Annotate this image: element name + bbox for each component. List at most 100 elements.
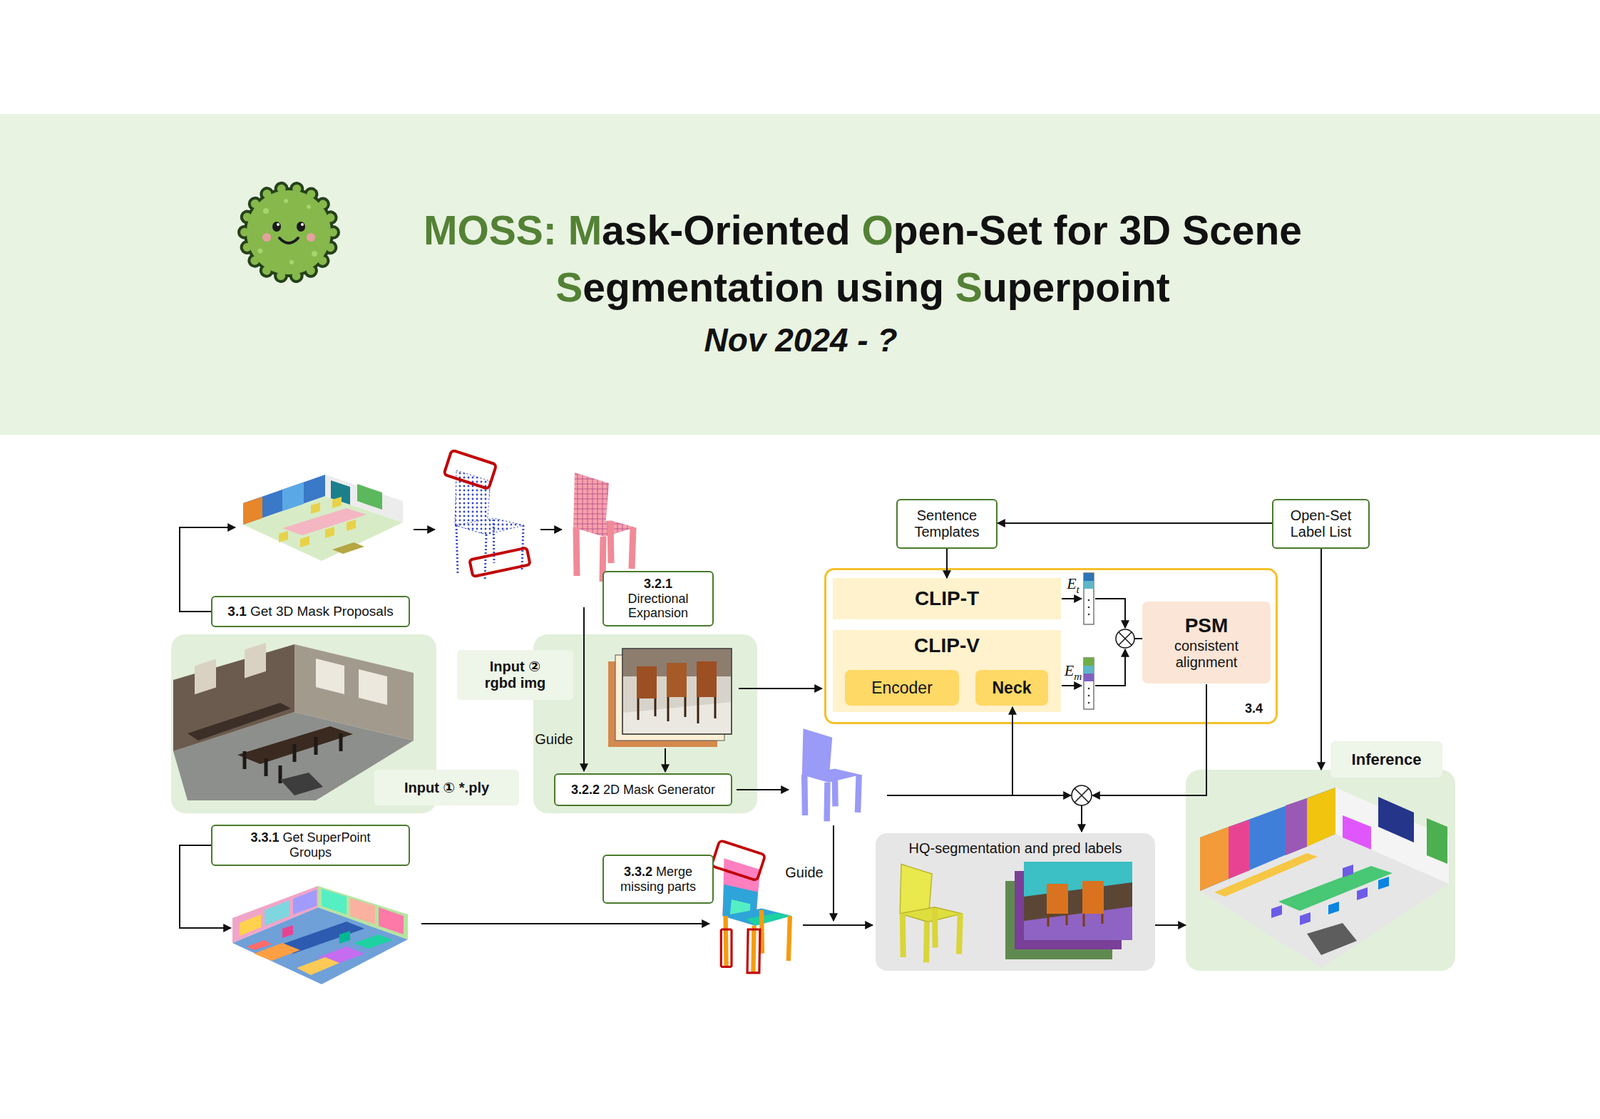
inference-scene: [1342, 864, 1354, 878]
input-box: Open-Set Label List: [1272, 499, 1370, 550]
moss-mascot: [306, 233, 316, 242]
flow-wire: [1134, 638, 1143, 640]
step-name: 2D Mask Generator: [599, 782, 716, 798]
annotation-label: Guide: [534, 731, 573, 748]
labelled-image-stack: [1023, 862, 1133, 897]
scene-mask-proposals: [310, 502, 321, 515]
input-box: Sentence Templates: [896, 499, 998, 550]
flow-wire: [1080, 804, 1083, 833]
flow-wire: [1092, 684, 1207, 796]
inference-scene: [1378, 877, 1389, 890]
superpoint-scene: [353, 934, 393, 950]
layer-box: Encoder: [844, 670, 960, 706]
multiply-symbol: [1071, 785, 1092, 806]
step-number: 3.3.2: [623, 864, 653, 880]
node-text: HQ-segmentation and pred labels: [908, 840, 1122, 858]
step-box: 3.3.1 Get SuperPoint Groups: [211, 824, 410, 866]
inference-scene: [1214, 853, 1318, 897]
node-text: Directional Expansion: [609, 591, 707, 622]
annotation-label: Em: [1064, 661, 1083, 683]
point-cloud-chair: [469, 548, 530, 578]
scene-mask-proposals: [332, 542, 365, 555]
step-box: 3.2.2 2D Mask Generator: [554, 773, 733, 807]
superpoint-scene: [296, 957, 340, 976]
superpoint-scene: [232, 907, 408, 985]
moss-mascot: [258, 248, 264, 254]
moss-mascot: [276, 223, 280, 227]
flow-wire: [540, 529, 562, 531]
embedding-vector: [1088, 695, 1091, 698]
input-point-cloud-scene: [187, 703, 291, 741]
point-cloud-chair: [454, 518, 525, 535]
flow-wire: [886, 795, 1071, 797]
flow-wire: [179, 845, 232, 929]
inference-scene: [1200, 827, 1229, 892]
encoder-block: CLIP-VEncoderNeck: [832, 630, 1061, 713]
voxel-chair: [573, 472, 636, 582]
flow-arrow: [946, 549, 948, 579]
title-run: [556, 207, 569, 254]
multiply-symbol: [1074, 788, 1089, 803]
inference-scene: [1306, 787, 1336, 848]
superpoint-chair: [711, 840, 792, 974]
multiply-symbol: [1071, 629, 1135, 806]
labelled-image-stack: [1023, 906, 1133, 941]
annotation-label: Nov 2024 - ?: [704, 321, 898, 360]
input-tag: Input ② rgbd img: [457, 650, 574, 701]
embedding-vector: [1083, 581, 1094, 589]
title-run: S: [555, 264, 583, 311]
node-text: consistent alignment: [1156, 638, 1257, 671]
rgbd-image-stack: [666, 663, 687, 698]
symbol-letter: E: [1064, 661, 1074, 680]
embedding-vector: [1088, 599, 1091, 602]
symbol-letter: E: [1066, 574, 1076, 593]
moss-mascot: [244, 188, 333, 277]
embedding-vector: [1083, 665, 1094, 674]
symbol-subscript: m: [1073, 670, 1082, 683]
input-tag: Input ① *.ply: [374, 770, 520, 806]
embedding-vector: [1083, 573, 1094, 625]
step-box: 3.3.2 Merge missing parts: [602, 854, 714, 905]
moss-mascot: [243, 187, 334, 278]
node-text: 3.2.2 2D Mask Generator: [571, 782, 716, 798]
node-text: Encoder: [871, 678, 933, 698]
hq-mask-chair: [899, 907, 962, 923]
title-run: MOSS:: [423, 207, 557, 254]
inference-scene: [1285, 798, 1307, 856]
input-point-cloud-scene: [358, 669, 388, 706]
alignment-box: PSMconsistent alignment: [1142, 601, 1271, 684]
embedding-vector: [1083, 673, 1094, 682]
superpoint-scene: [246, 940, 272, 951]
inference-scene: [1306, 923, 1357, 956]
node-text: CLIP-V: [914, 634, 980, 658]
flow-wire: [1061, 598, 1082, 600]
superpoint-scene: [239, 914, 261, 937]
moss-mascot: [244, 188, 333, 277]
embedding-vector: [1088, 606, 1091, 609]
superpoint-scene: [232, 886, 319, 944]
embedding-vector: [1083, 658, 1094, 666]
inference-scene: [1356, 887, 1368, 901]
node-text: Input ① *.ply: [404, 780, 490, 797]
flow-arrow: [997, 522, 1273, 525]
node-text: 3.4: [1244, 701, 1270, 720]
scene-mask-proposals: [282, 482, 304, 512]
moss-mascot: [272, 221, 281, 232]
scene-mask-proposals: [243, 496, 263, 525]
node-text: 3.3.1 Get SuperPoint Groups: [233, 830, 388, 860]
superpoint-chair: [747, 929, 761, 974]
rgbd-image-stack: [696, 661, 717, 698]
rgbd-image-stack: [622, 648, 732, 735]
scene-mask-proposals: [346, 519, 356, 532]
multiply-symbol: [1115, 629, 1135, 649]
title-run: ask-Oriented: [601, 207, 862, 254]
superpoint-scene: [339, 931, 351, 945]
moss-mascot: [279, 238, 299, 244]
superpoint-chair: [725, 910, 791, 974]
title-run: egmentation using: [582, 264, 956, 311]
flow-wire: [421, 923, 710, 925]
scene-mask-proposals: [332, 496, 342, 509]
